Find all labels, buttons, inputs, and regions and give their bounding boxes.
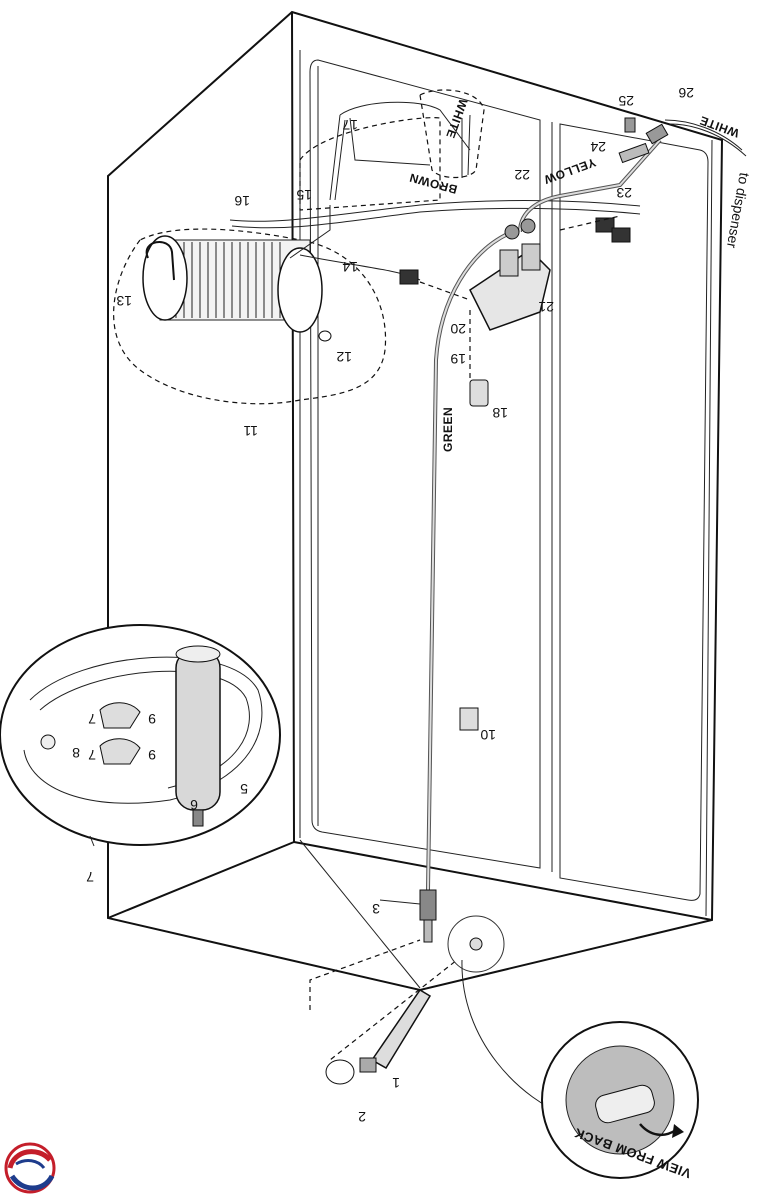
part-label: 2 [358,1109,366,1125]
part-label: 3 [372,901,380,917]
wire-label-white-right: WHITE [698,113,741,140]
condenser-coil-assembly [113,205,387,405]
part-label: 6 [190,797,198,813]
part-label: 9 [148,711,156,727]
wire-label-white-top: WHITE [443,97,470,140]
to-dispenser-note: to dispenser [724,171,753,249]
part-label: 24 [590,139,606,155]
wire-label-yellow: YELLOW [542,155,598,187]
part-label: 7 [88,711,96,727]
part-label: 5 [240,781,248,797]
part-labels: 1 2 3 5 6 7 7 7 8 9 9 10 11 12 13 14 15 … [72,85,694,1125]
filter-detail-inset [0,624,281,847]
part-label: 25 [618,93,634,109]
part-label: 17 [342,117,358,133]
small-parts [318,117,636,731]
inlet-parts [309,915,505,1085]
wire-label-green: GREEN [441,407,455,452]
part-label: 16 [234,193,250,209]
part-label: 12 [336,349,352,365]
part-label: 9 [148,747,156,763]
part-label: 18 [492,405,508,421]
part-label: 7 [86,869,94,885]
wire-label-brown: BROWN [408,170,459,196]
part-label: 10 [480,727,496,743]
wire-labels: WHITE BROWN YELLOW WHITE GREEN [408,97,741,452]
part-label: 26 [678,85,694,101]
view-from-back-inset [461,959,699,1179]
part-label: 15 [296,187,312,203]
part-label: 19 [450,351,466,367]
part-label: 21 [538,299,554,315]
part-label: 22 [514,167,530,183]
water-valve-assembly [419,215,621,380]
part-label: 20 [450,321,466,337]
part-label: 8 [72,745,80,761]
green-water-tube [379,230,513,943]
part-label: 23 [616,185,632,201]
part-label: 11 [243,423,258,439]
part-label: 13 [116,293,132,309]
part-label: 1 [392,1075,400,1091]
part-label: 14 [342,259,358,275]
part-label: 7 [88,747,96,763]
brand-logo [4,1142,56,1194]
